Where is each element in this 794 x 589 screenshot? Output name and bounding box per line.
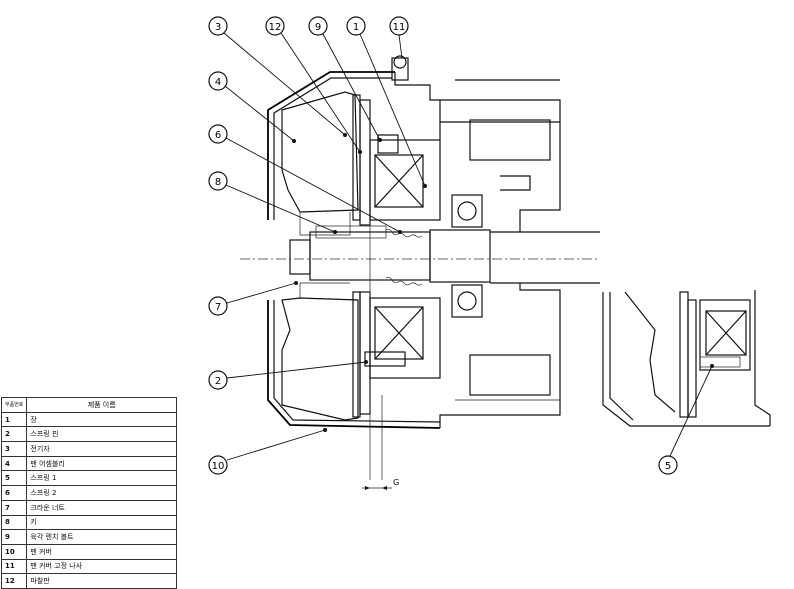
bearings	[451, 194, 483, 318]
part-name: 팬 커버	[26, 543, 177, 560]
field-magnet	[364, 134, 441, 379]
part-name: 마찰판	[26, 573, 177, 589]
part-number: 3	[0, 441, 28, 457]
part-name: 육각 렌치 볼트	[26, 529, 177, 545]
callout-3-circle	[208, 16, 228, 36]
callout-8-circle	[208, 171, 228, 191]
part-number: 7	[0, 499, 28, 516]
callout-9-label: 9	[315, 22, 321, 33]
part-number: 2	[0, 426, 28, 443]
part-number: 11	[0, 558, 28, 575]
fan-cover	[267, 71, 441, 429]
callout-2-circle	[208, 370, 228, 390]
callout-5-circle	[658, 455, 678, 475]
detail-view	[602, 290, 771, 427]
part-number: 9	[0, 529, 28, 545]
callout-1-circle	[346, 16, 366, 36]
motor-body	[391, 55, 561, 428]
callout-12-label: 12	[269, 22, 282, 33]
gap-dimension: G	[362, 478, 399, 490]
fan-assembly	[281, 91, 359, 421]
part-number: 1	[0, 411, 28, 428]
part-name-header: 제품 이름	[26, 397, 177, 413]
part-number: 4	[0, 455, 28, 472]
callout-10-circle	[208, 455, 228, 475]
part-name: 팬 커버 고정 나사	[26, 558, 177, 575]
table-header-row: 부품번호 제품 이름	[0, 397, 177, 413]
callout-10-label: 10	[212, 461, 225, 472]
callout-5-label: 5	[665, 461, 671, 472]
callout-3-label: 3	[215, 22, 221, 33]
callout-1-label: 1	[353, 22, 359, 33]
part-number-header: 부품번호	[0, 397, 28, 413]
part-name: 스프링 1	[26, 470, 177, 487]
callout-4-label: 4	[215, 77, 221, 88]
part-number: 5	[0, 470, 28, 487]
callout-6-circle	[208, 124, 228, 144]
part-name: 스프링 2	[26, 485, 177, 501]
part-name: 장	[26, 411, 177, 428]
part-name: 전기자	[26, 441, 177, 457]
callout-4-circle	[208, 71, 228, 91]
part-name: 팬 어셈블리	[26, 455, 177, 472]
part-name: 크라운 너트	[26, 499, 177, 516]
part-number: 10	[0, 543, 28, 560]
callout-9-circle	[308, 16, 328, 36]
callouts: 3 12 9 1 11 4 6 8 7 2 10 5	[208, 16, 714, 475]
callout-2-label: 2	[215, 376, 221, 387]
callout-7-circle	[208, 296, 228, 316]
part-number: 6	[0, 485, 28, 501]
part-name: 스프링 핀	[26, 426, 177, 443]
callout-7-label: 7	[215, 302, 221, 313]
callout-8-label: 8	[215, 177, 221, 188]
callout-6-label: 6	[215, 130, 221, 141]
callout-11-label: 11	[393, 22, 406, 33]
callout-12-circle	[265, 16, 285, 36]
part-name: 키	[26, 514, 177, 531]
gap-label: G	[393, 478, 399, 487]
part-number: 8	[0, 514, 28, 531]
part-number: 12	[0, 573, 28, 589]
shaft	[289, 225, 600, 286]
